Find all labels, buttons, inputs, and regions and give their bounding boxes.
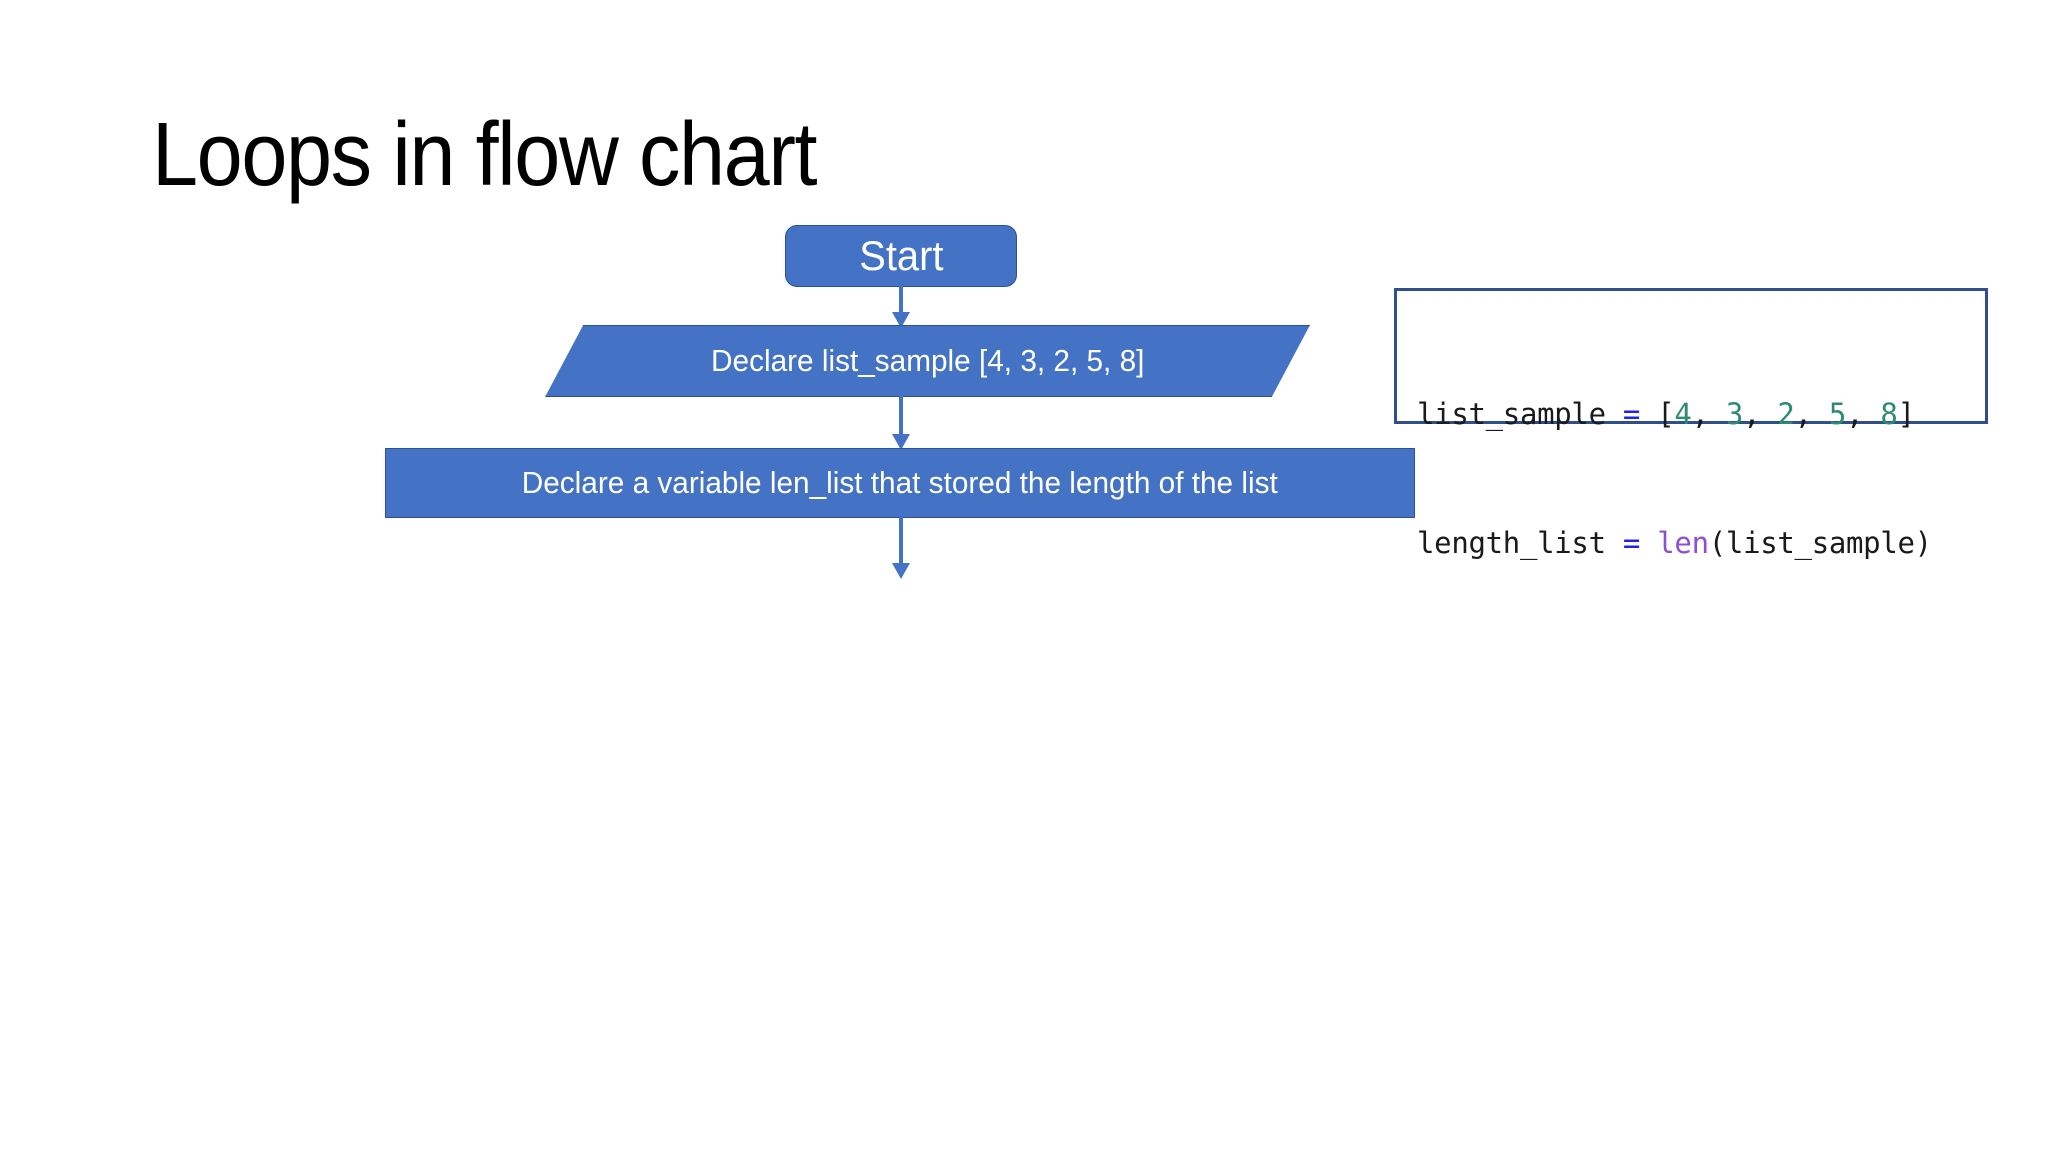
flowchart-node-declare-list-sample-label: Declare list_sample [4, 3, 2, 5, 8]	[710, 343, 1145, 379]
parallelogram-shape	[545, 325, 1310, 397]
connector-declare-list-to-declare-len	[878, 395, 924, 451]
connector-start-to-declare-list	[878, 285, 924, 329]
code-token-plain: (list_sample)	[1708, 525, 1932, 560]
code-token-plain: ,	[1794, 396, 1829, 431]
flowchart-node-start-label: Start	[858, 231, 944, 279]
code-token-plain: list_sample	[1417, 396, 1623, 431]
code-token-number: 5	[1828, 396, 1847, 431]
code-token-plain: [	[1640, 396, 1675, 431]
code-token-number: 2	[1777, 396, 1795, 431]
code-token-plain: ,	[1691, 396, 1726, 431]
code-line-2: length_list = len(list_sample)	[1417, 522, 1965, 565]
flowchart-node-declare-len-list-label: Declare a variable len_list that stored …	[521, 465, 1278, 501]
code-token-number: 3	[1725, 396, 1744, 431]
code-token-number: 8	[1880, 396, 1898, 431]
connector-declare-len-to-next	[878, 516, 924, 580]
code-token-function: len	[1657, 525, 1709, 560]
code-token-operator: =	[1622, 396, 1641, 431]
code-token-number: 4	[1674, 396, 1692, 431]
code-token-plain	[1640, 526, 1657, 560]
code-token-plain: ,	[1846, 396, 1881, 431]
code-token-operator: =	[1622, 525, 1641, 560]
code-line-1: list_sample = [4, 3, 2, 5, 8]	[1417, 393, 1965, 436]
flowchart-node-declare-len-list[interactable]: Declare a variable len_list that stored …	[385, 448, 1415, 518]
code-token-plain: ,	[1743, 396, 1778, 431]
code-snippet-box: list_sample = [4, 3, 2, 5, 8] length_lis…	[1394, 288, 1988, 560]
code-token-plain: length_list	[1417, 525, 1623, 560]
code-token-plain: ]	[1897, 396, 1915, 431]
flowchart-node-declare-list-sample[interactable]: Declare list_sample [4, 3, 2, 5, 8]	[545, 325, 1310, 397]
page-title: Loops in flow chart	[152, 105, 818, 205]
flowchart-node-start[interactable]: Start	[785, 225, 1017, 287]
